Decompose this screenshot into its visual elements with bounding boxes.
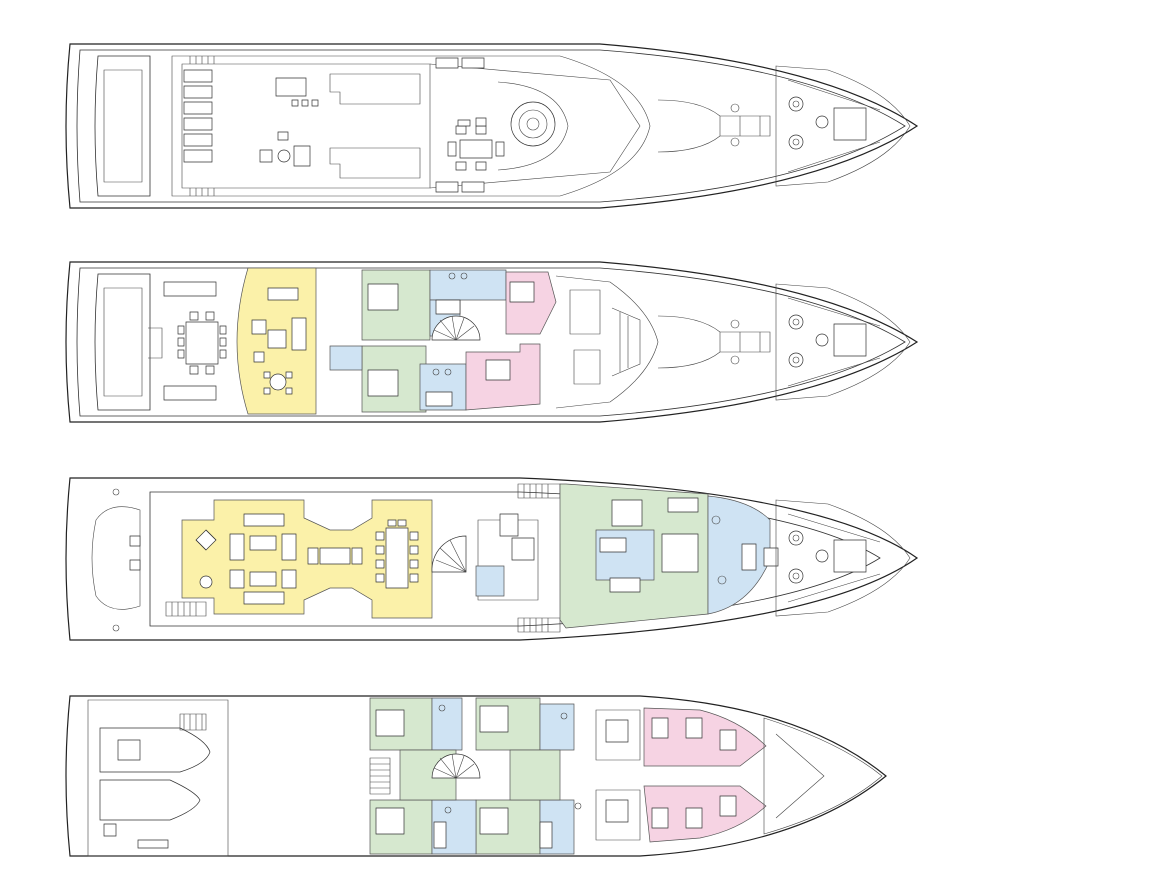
lower-crew-furniture [652, 718, 736, 828]
main-deck-foredeck [776, 500, 910, 616]
sun-deck-bar [260, 74, 420, 178]
sun-loungers [184, 56, 214, 196]
main-master-furniture [600, 498, 778, 592]
bridge-dining [148, 282, 226, 400]
main-salon [182, 500, 432, 618]
main-galley [476, 514, 538, 600]
bridge-spiral-stair [432, 316, 480, 340]
sun-deck-dining [436, 58, 504, 192]
main-deck [66, 478, 917, 640]
lower-deck [66, 696, 886, 856]
bridge-bath-port [430, 270, 506, 300]
main-deck-stairs [166, 484, 560, 632]
bridge-deck-foredeck [658, 284, 910, 400]
lower-cabin-furniture [376, 705, 581, 848]
lower-bath-1 [432, 698, 462, 750]
bridge-lounge [252, 288, 306, 394]
bridge-wheelhouse [556, 276, 658, 408]
lower-tender-garage [88, 700, 228, 856]
sun-deck [66, 44, 917, 208]
sun-deck-jacuzzi [498, 82, 568, 170]
sun-deck-foredeck [658, 66, 910, 186]
bridge-deck [66, 262, 917, 422]
main-deck-aft-cockpit [92, 489, 140, 631]
lower-crew-area [596, 710, 640, 840]
lower-bow-peak [764, 718, 882, 834]
lower-bath-2 [540, 704, 574, 750]
bridge-cabin-furniture [368, 273, 534, 406]
lower-crew-cabins-port [644, 708, 766, 766]
main-salon-furniture [196, 514, 418, 604]
lower-spiral-stair [370, 754, 480, 794]
